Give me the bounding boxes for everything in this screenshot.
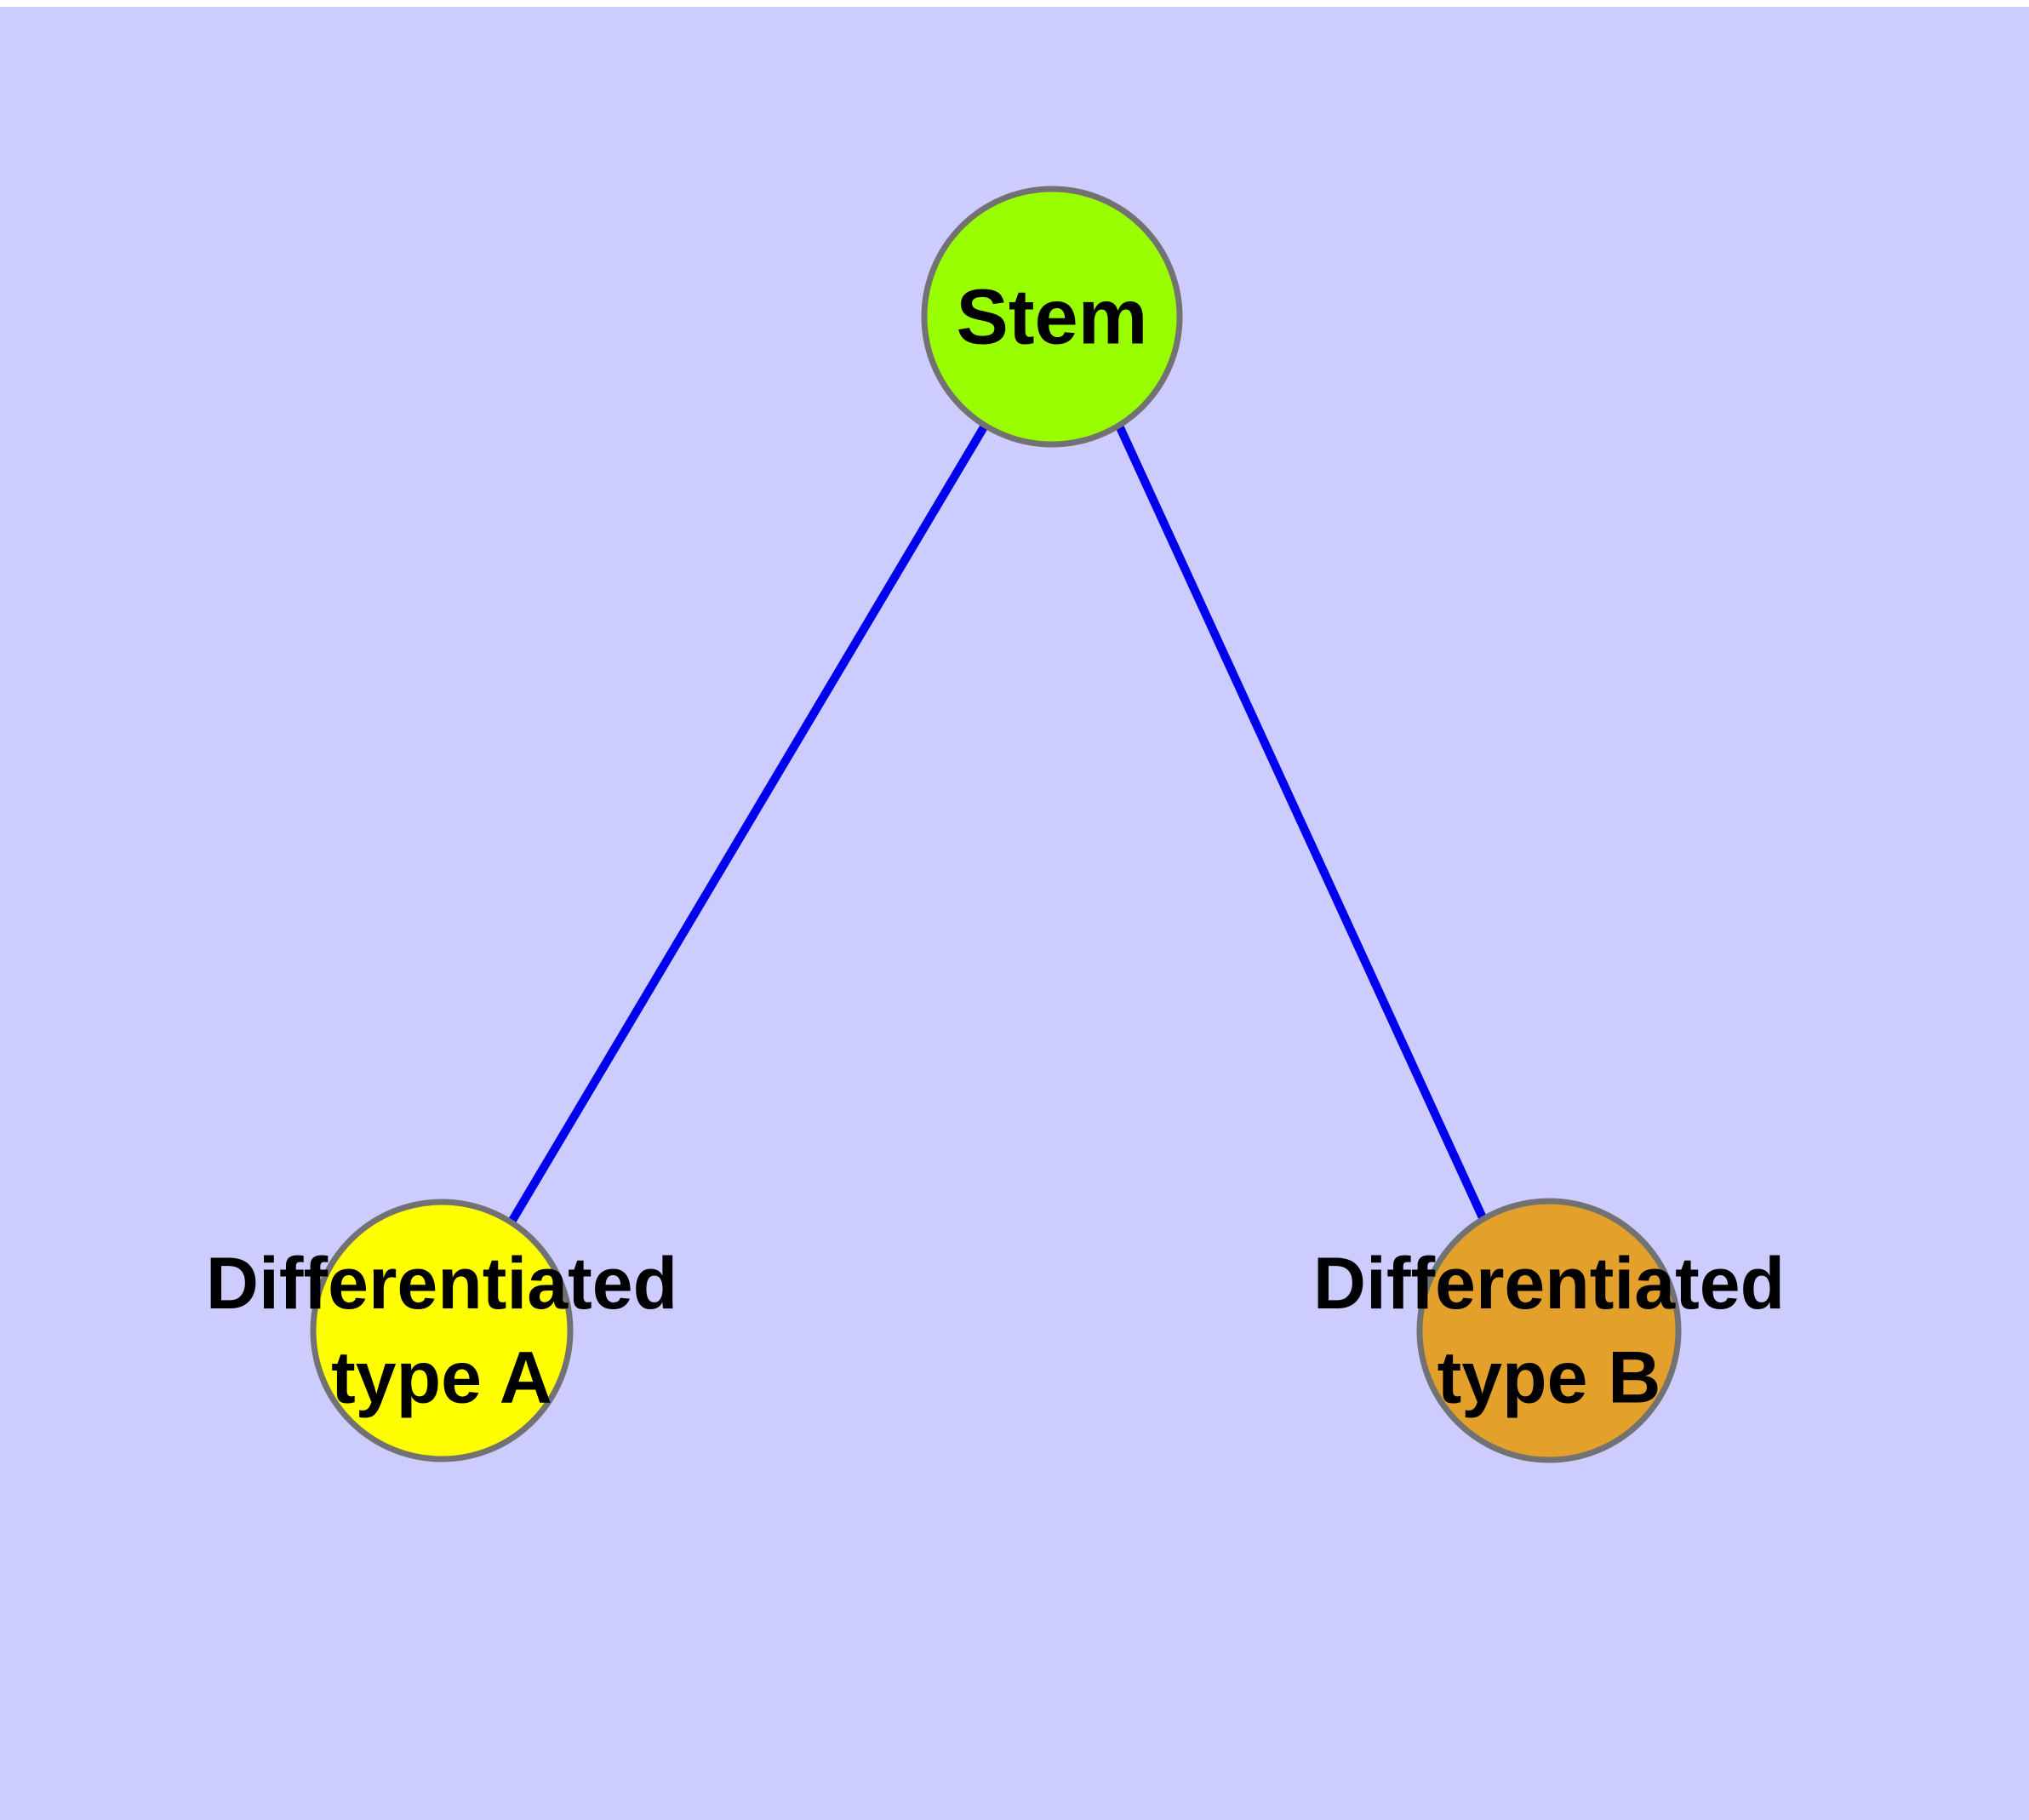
node-circle-diff-a[interactable] bbox=[310, 1199, 574, 1462]
edges-group bbox=[506, 423, 1489, 1226]
node-label-line: Stem bbox=[957, 273, 1148, 360]
graph-edge-stem-to-diff-b[interactable] bbox=[1115, 423, 1489, 1226]
node-label-line: Differentiated bbox=[1313, 1243, 1785, 1325]
node-label-line: type B bbox=[1437, 1336, 1661, 1418]
node-circle-stem[interactable] bbox=[921, 186, 1183, 448]
graph-edge-stem-to-diff-a[interactable] bbox=[506, 423, 989, 1226]
node-circle-diff-b[interactable] bbox=[1416, 1198, 1682, 1463]
node-label-diff-a: Differentiated type A bbox=[206, 1243, 677, 1418]
node-label-stem: Stem bbox=[957, 273, 1148, 360]
node-label-line: type A bbox=[331, 1336, 552, 1418]
node-label-line: Differentiated bbox=[206, 1243, 677, 1325]
graph-node-stem[interactable]: Stem bbox=[921, 186, 1183, 448]
graph-node-diff-b[interactable]: Differentiated type B bbox=[1313, 1198, 1785, 1463]
graph-node-diff-a[interactable]: Differentiated type A bbox=[206, 1199, 677, 1462]
node-label-diff-b: Differentiated type B bbox=[1313, 1243, 1785, 1418]
